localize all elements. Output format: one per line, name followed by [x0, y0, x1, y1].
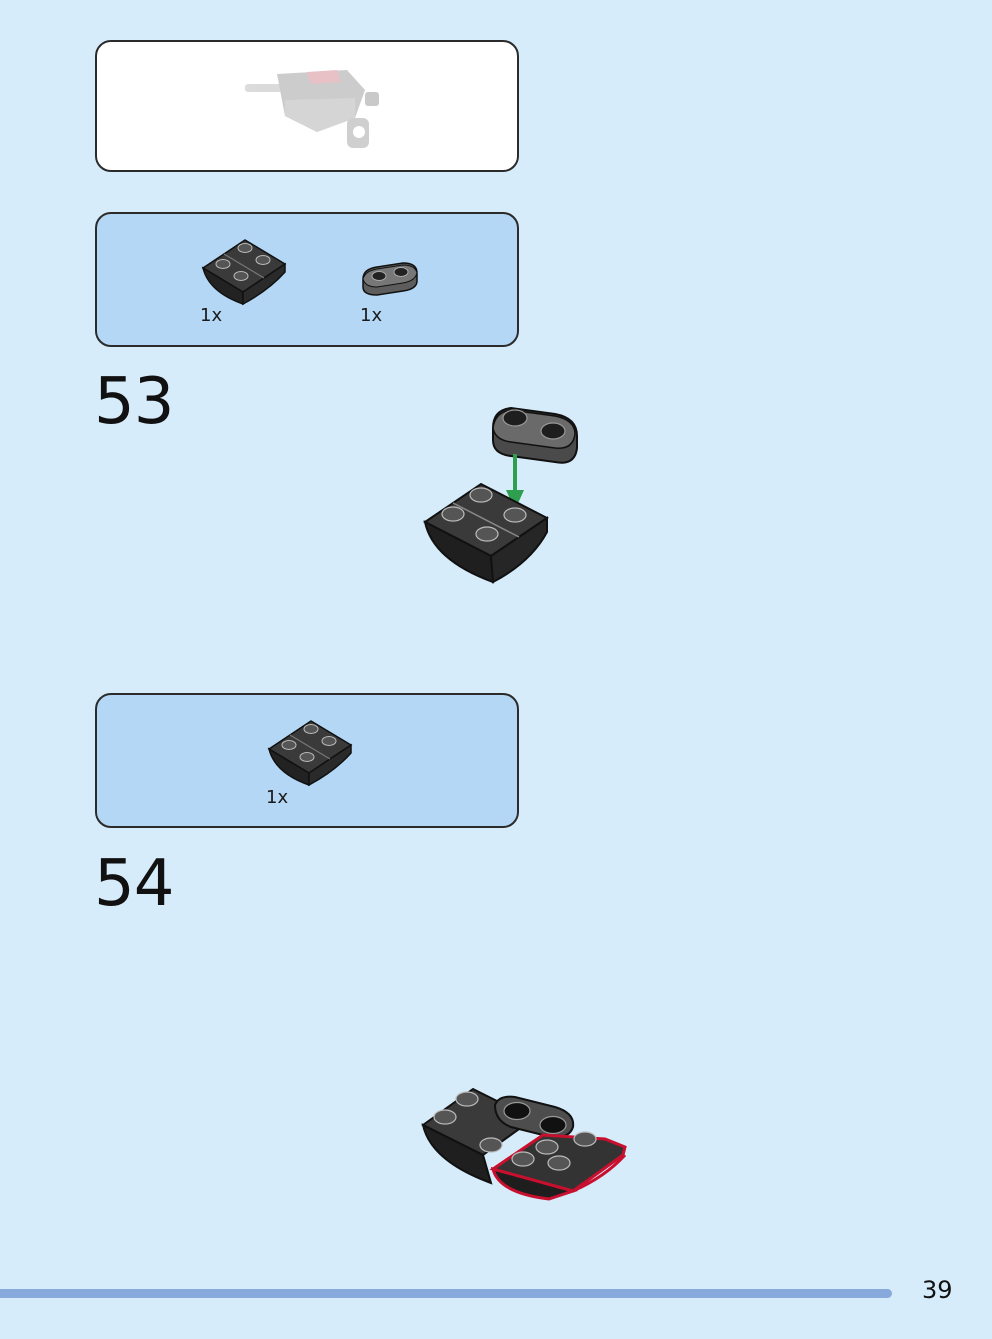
- page-number: 39: [922, 1276, 953, 1304]
- inverted-slope-2x2-black-icon: [267, 720, 353, 787]
- step-53-assembly-illustration: [423, 406, 578, 584]
- step-54-assembly-illustration: [421, 1087, 627, 1201]
- part-quantity: 1x: [200, 305, 223, 326]
- reference-model-icon: [245, 70, 379, 148]
- plate-1x2-rounded-dark-grey-icon: [362, 262, 418, 296]
- inverted-slope-2x2-black-icon: [201, 239, 287, 306]
- inverted-slope-2x2-black-icon: [423, 482, 549, 584]
- step-number: 54: [94, 847, 174, 921]
- step-number: 53: [94, 365, 174, 439]
- part-quantity: 1x: [360, 305, 383, 326]
- reference-model-panel: [95, 40, 519, 172]
- part-quantity: 1x: [266, 787, 289, 808]
- parts-list-step-53: 1x 1x: [95, 212, 519, 347]
- new-part-highlight: [489, 1131, 627, 1201]
- parts-list-step-54: 1x: [95, 693, 519, 828]
- footer-bar: [0, 1289, 892, 1298]
- plate-1x2-rounded-dark-grey-icon: [492, 406, 578, 464]
- green-arrow-icon: [506, 454, 524, 510]
